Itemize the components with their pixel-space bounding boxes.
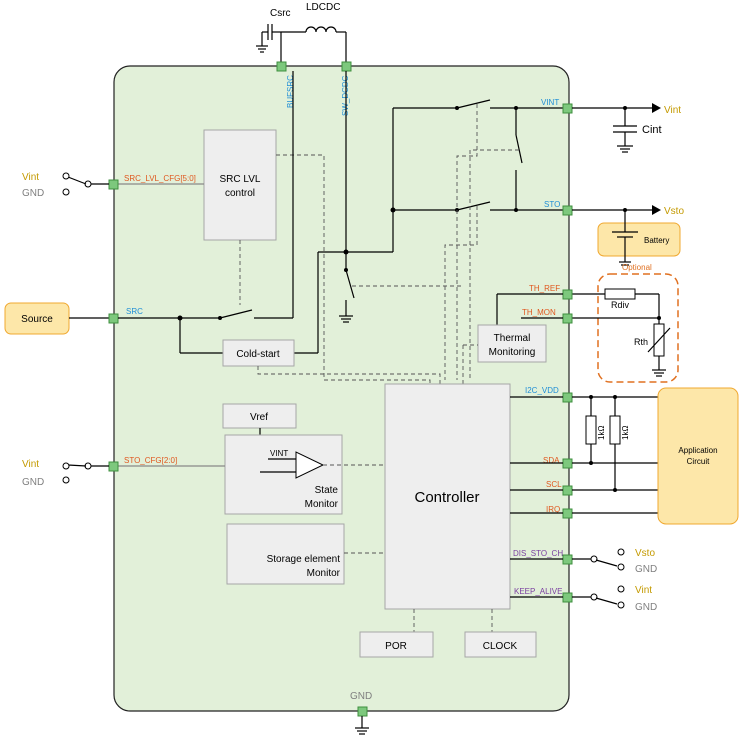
por-block bbox=[359, 631, 434, 658]
sto-cfg-label: STO_CFG[2:0] bbox=[124, 456, 177, 465]
i2c-vdd-label: I2C_VDD bbox=[525, 386, 559, 395]
th-ref-label: TH_REF bbox=[529, 284, 560, 293]
pin-dis-sto-ch bbox=[562, 554, 573, 565]
thermal-monitoring-block bbox=[477, 324, 547, 363]
rdiv-label: Rdiv bbox=[611, 300, 630, 310]
sto-cfg-selector-switch bbox=[67, 464, 87, 467]
pin-vint bbox=[562, 103, 573, 114]
thermal-label-2: Monitoring bbox=[489, 347, 536, 358]
clock-label: CLOCK bbox=[483, 641, 518, 652]
application-circuit-box bbox=[657, 387, 739, 525]
pin-bufsrc bbox=[276, 61, 287, 72]
rdiv-resistor-icon bbox=[604, 288, 636, 300]
thermal-label-1: Thermal bbox=[494, 333, 531, 344]
battery-box bbox=[597, 222, 681, 257]
src-pin-label: SRC bbox=[126, 307, 143, 316]
src-lvl-selector-switch bbox=[67, 176, 87, 185]
rth-label: Rth bbox=[634, 337, 648, 347]
keep-alive-vint-label: Vint bbox=[635, 585, 652, 596]
dis-sto-selector-switch bbox=[595, 559, 618, 567]
storage-label-1: Storage element bbox=[267, 554, 341, 565]
vref-label: Vref bbox=[250, 412, 268, 423]
src-lvl-label-1: SRC LVL bbox=[220, 174, 261, 185]
cold-start-label: Cold-start bbox=[236, 349, 280, 360]
pin-i2c-vdd bbox=[562, 392, 573, 403]
optional-box bbox=[597, 273, 679, 383]
keep-alive-label: KEEP_ALIVE bbox=[514, 587, 562, 596]
vref-block bbox=[222, 403, 297, 429]
csrc-ldcdc-group: Csrc LDCDC bbox=[256, 2, 347, 66]
power-switches bbox=[339, 71, 567, 380]
vint-arrow-icon bbox=[652, 103, 661, 113]
pin-scl bbox=[562, 485, 573, 496]
vsto-arrow-icon bbox=[652, 205, 661, 215]
ldcdc-label: LDCDC bbox=[306, 2, 340, 13]
src-lvl-label-2: control bbox=[225, 188, 255, 199]
comparator-icon bbox=[295, 451, 325, 479]
pin-sto-cfg bbox=[108, 461, 119, 472]
pullup-resistor-1-icon bbox=[585, 415, 597, 445]
optional-label: Optional bbox=[622, 263, 652, 272]
state-label-1: State bbox=[315, 485, 339, 496]
keep-alive-gnd-label: GND bbox=[635, 602, 657, 613]
pin-src bbox=[108, 313, 119, 324]
src-lvl-cfg-label: SRC_LVL_CFG[5:0] bbox=[124, 174, 196, 183]
pin-th-mon bbox=[562, 313, 573, 324]
sto-pin-label: STO bbox=[544, 200, 560, 209]
pin-th-ref bbox=[562, 289, 573, 300]
vint-pin-label: VINT bbox=[541, 98, 559, 107]
storage-label-2: Monitor bbox=[307, 568, 341, 579]
csrc-label: Csrc bbox=[270, 8, 291, 19]
src-lvl-control-block bbox=[203, 129, 277, 241]
src-lvl-vint-label: Vint bbox=[22, 172, 39, 183]
vint-in-label: VINT bbox=[270, 449, 288, 458]
pin-sda bbox=[562, 458, 573, 469]
vsto-output-label: Vsto bbox=[664, 206, 684, 217]
irq-label: IRQ bbox=[546, 505, 560, 514]
storage-monitor-block bbox=[226, 523, 345, 585]
pin-gnd bbox=[357, 706, 368, 717]
r1-label: 1kΩ bbox=[597, 426, 606, 440]
sto-cfg-gnd-label: GND bbox=[22, 477, 44, 488]
cint-label: Cint bbox=[642, 124, 662, 136]
dis-sto-vsto-label: Vsto bbox=[635, 548, 655, 559]
vint-output-label: Vint bbox=[664, 105, 681, 116]
sto-cfg-vint-label: Vint bbox=[22, 459, 39, 470]
sda-label: SDA bbox=[543, 456, 560, 465]
dis-sto-gnd-label: GND bbox=[635, 564, 657, 575]
controller-block bbox=[384, 383, 511, 610]
src-lvl-gnd-label: GND bbox=[22, 188, 44, 199]
keep-alive-selector-switch bbox=[595, 597, 618, 605]
pin-src-lvl-cfg bbox=[108, 179, 119, 190]
app-label-2: Circuit bbox=[687, 457, 710, 466]
gnd-pin-label: GND bbox=[350, 691, 372, 702]
dis-sto-ch-label: DIS_STO_CH bbox=[513, 549, 563, 558]
bufsrc-label: BUFSRC bbox=[286, 75, 295, 108]
r2-label: 1kΩ bbox=[621, 426, 630, 440]
pin-keep-alive bbox=[562, 592, 573, 603]
clock-block bbox=[464, 631, 537, 658]
ldcdc-inductor-icon bbox=[305, 26, 337, 33]
controller-label: Controller bbox=[414, 489, 479, 506]
app-label-1: Application bbox=[678, 446, 717, 455]
state-label-2: Monitor bbox=[305, 499, 339, 510]
por-label: POR bbox=[385, 641, 407, 652]
cold-start-block bbox=[222, 339, 295, 367]
th-mon-label: TH_MON bbox=[522, 308, 556, 317]
pullup-resistor-2-icon bbox=[609, 415, 621, 445]
battery-label: Battery bbox=[644, 236, 669, 245]
pin-sw-dcdc bbox=[341, 61, 352, 72]
pin-irq bbox=[562, 508, 573, 519]
pin-sto bbox=[562, 205, 573, 216]
source-label: Source bbox=[21, 314, 53, 325]
scl-label: SCL bbox=[546, 480, 562, 489]
state-monitor-block bbox=[224, 434, 343, 515]
